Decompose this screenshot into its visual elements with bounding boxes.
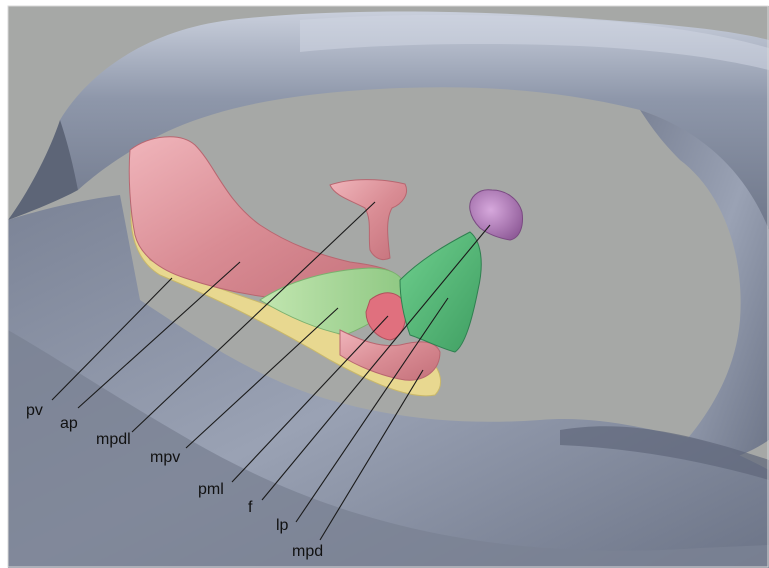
label-pml: pml	[198, 481, 224, 498]
label-f: f	[248, 499, 253, 516]
label-mpd: mpd	[292, 543, 323, 560]
label-lp: lp	[276, 517, 289, 534]
label-ap: ap	[60, 415, 78, 432]
label-pv: pv	[26, 402, 43, 419]
label-mpv: mpv	[150, 449, 180, 466]
label-mpdl: mpdl	[96, 431, 131, 448]
